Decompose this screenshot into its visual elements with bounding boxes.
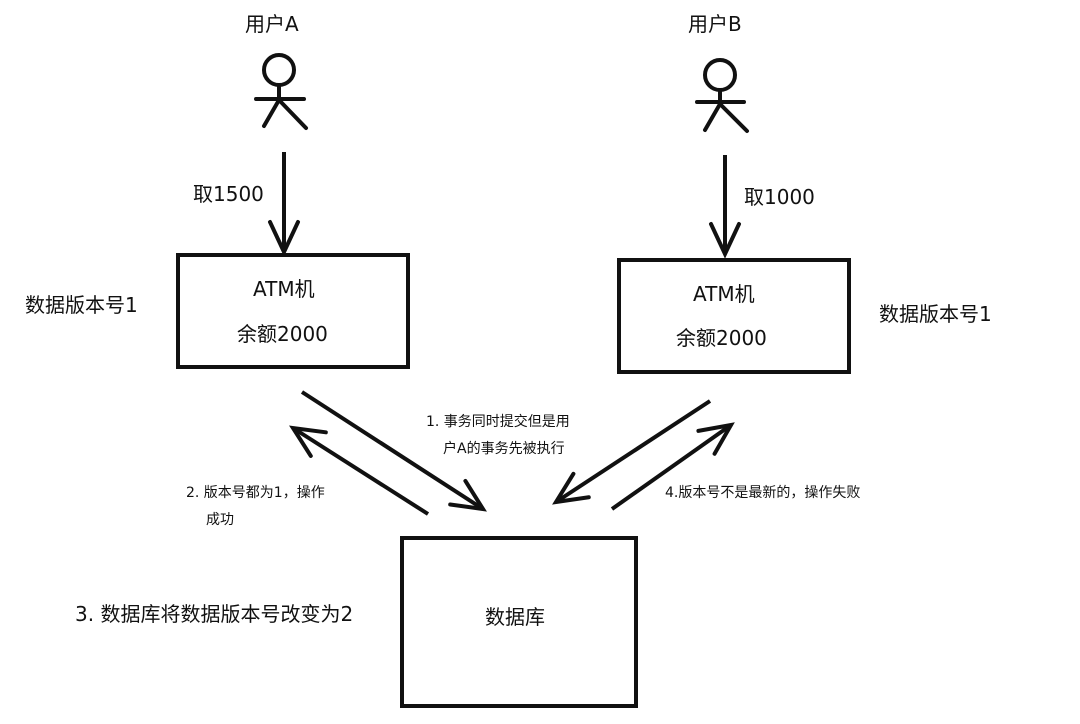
atm-a-balance: 余额2000 [237,322,328,346]
commit-arrow-a [300,390,487,512]
user-b-label: 用户B [688,12,742,36]
success-arrow-a [289,425,430,516]
step1-line1: 1. 事务同时提交但是用 [426,414,570,430]
user-a-figure-icon [254,53,308,130]
step2-line1: 2. 版本号都为1，操作 [186,485,325,501]
withdraw-a-label: 取1500 [193,182,264,206]
atm-b-balance: 余额2000 [676,326,767,350]
atm-box-b [617,258,851,374]
atm-a-title: ATM机 [253,277,315,301]
commit-arrow-b [552,399,712,505]
user-a-label: 用户A [245,12,299,36]
version-note-a: 数据版本号1 [25,293,138,317]
step3-label: 3. 数据库将数据版本号改变为2 [75,602,354,626]
fail-arrow-b [610,422,735,511]
database-label: 数据库 [485,605,545,629]
user-b-figure-icon [695,58,749,133]
withdraw-b-label: 取1000 [744,185,815,209]
step1-line2: 户A的事务先被执行 [443,441,565,457]
atm-box-a [176,253,410,369]
database-box [400,536,638,708]
step4-label: 4.版本号不是最新的，操作失败 [665,485,861,501]
version-note-b: 数据版本号1 [879,302,992,326]
step2-line2: 成功 [206,512,234,528]
atm-b-title: ATM机 [693,282,755,306]
